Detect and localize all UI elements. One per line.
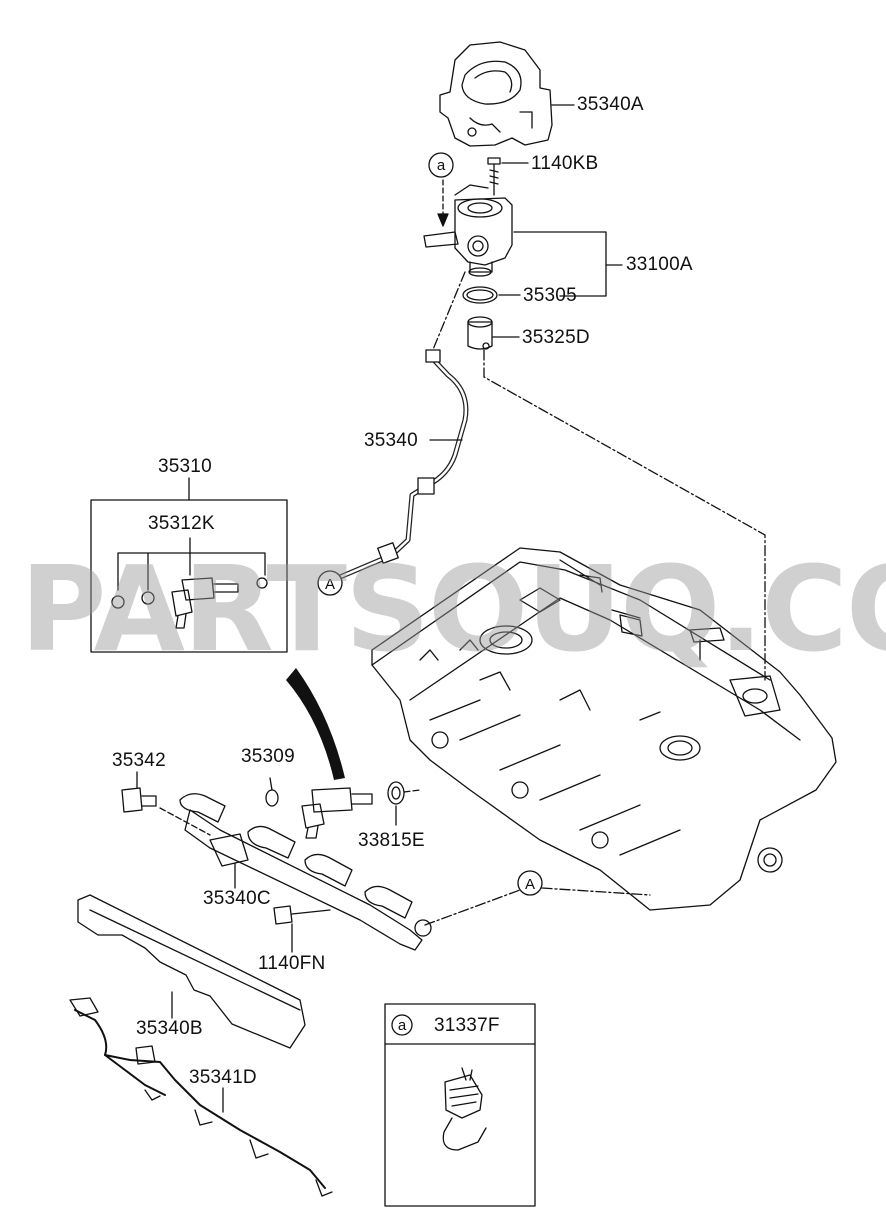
label-35309: 35309 — [241, 746, 295, 767]
pump-cover-part — [439, 41, 553, 147]
callout-a-top — [428, 152, 454, 178]
label-35340: 35340 — [364, 430, 418, 451]
callout-a-box — [391, 1014, 413, 1036]
label-35340C: 35340C — [203, 888, 271, 909]
label-35310: 35310 — [158, 456, 212, 477]
label-35340A: 35340A — [577, 94, 644, 115]
bolt-1140fn-part — [273, 905, 331, 925]
callout-A-upper — [317, 570, 343, 596]
kit-injector-part — [171, 577, 239, 629]
tappet-part — [467, 316, 493, 350]
pressure-sensor-part — [121, 787, 157, 813]
label-35342: 35342 — [112, 750, 166, 771]
label-35341D: 35341D — [189, 1067, 257, 1088]
fuel-rail-part — [179, 793, 432, 951]
o-ring-part — [462, 286, 498, 304]
callout-A-lower-text: A — [525, 876, 535, 893]
label-35312K: 35312K — [148, 513, 215, 534]
bolt-1140kb-part — [487, 157, 501, 196]
label-35340B: 35340B — [136, 1018, 203, 1039]
label-35305: 35305 — [523, 285, 577, 306]
label-1140KB: 1140KB — [531, 153, 599, 174]
clip-part — [442, 1067, 487, 1151]
label-35325D: 35325D — [522, 327, 590, 348]
clip-inset-box — [384, 1003, 536, 1207]
rail-cover-part — [77, 894, 306, 1049]
injector-kit-box — [90, 499, 288, 653]
callout-A-lower — [517, 870, 543, 896]
watermark: PARTSOUQ.COM — [20, 540, 886, 678]
high-pressure-pump-part — [423, 184, 513, 277]
fuel-pipe-part — [337, 349, 469, 580]
cylinder-head-part — [371, 547, 837, 911]
label-1140FN: 1140FN — [258, 953, 326, 974]
seal-clip-part — [265, 777, 279, 807]
label-33815E: 33815E — [358, 830, 425, 851]
callout-a-top-text: a — [437, 157, 446, 174]
callout-a-box-text: a — [398, 1017, 407, 1034]
injector-part — [301, 787, 373, 839]
wiring-harness-part — [69, 997, 333, 1197]
label-33100A: 33100A — [626, 254, 693, 275]
callout-A-upper-text: A — [325, 576, 335, 593]
label-31337F: 31337F — [434, 1015, 500, 1036]
seal-ring-part — [387, 781, 405, 805]
